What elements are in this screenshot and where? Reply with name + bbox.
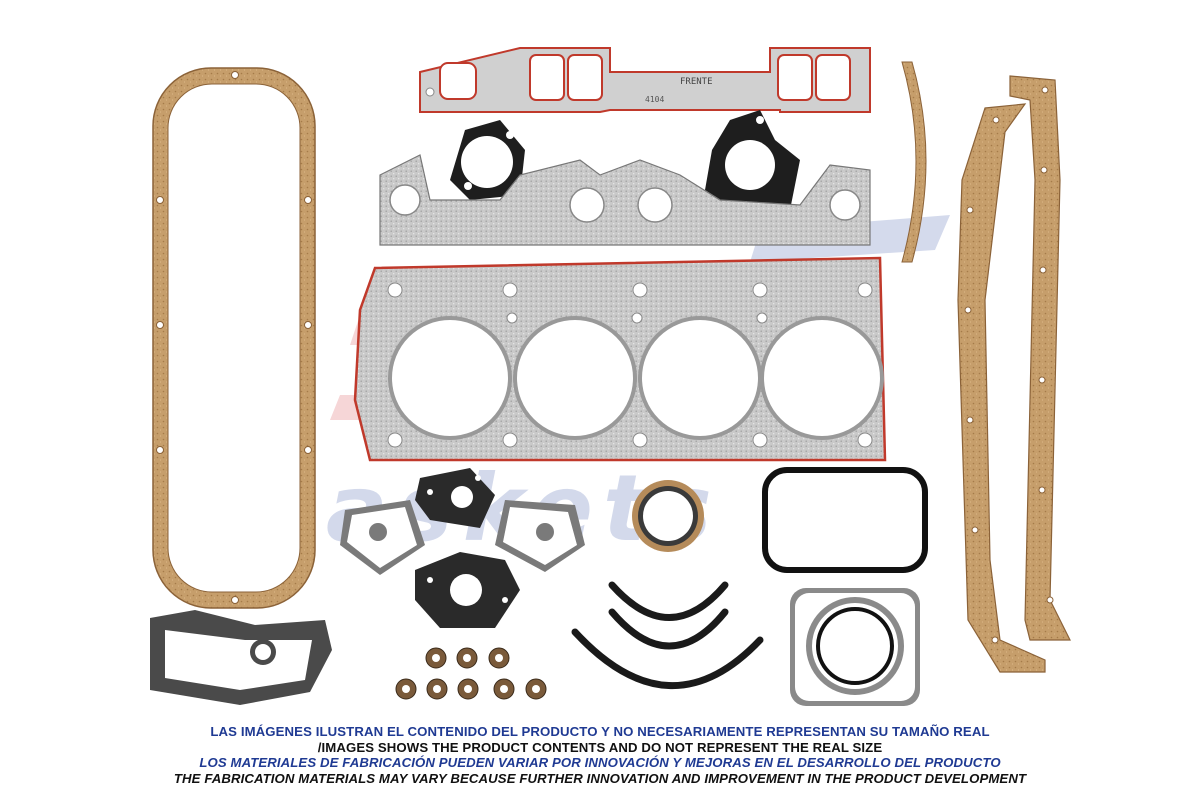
intake-manifold-gasket: FRENTE 4104	[419, 47, 871, 113]
disclaimer-line-spanish: LAS IMÁGENES ILUSTRAN EL CONTENIDO DEL P…	[210, 724, 990, 739]
manifold-part-number: 4104	[645, 95, 664, 104]
cylinder-head-gasket	[353, 256, 887, 462]
timing-cover-gasket	[150, 610, 332, 705]
disclaimer-line-english: /IMAGES SHOWS THE PRODUCT CONTENTS AND D…	[317, 739, 883, 755]
crankshaft-seal	[632, 480, 704, 552]
fuel-pump-gasket-right	[495, 500, 585, 572]
valve-cover-gasket-left	[152, 67, 316, 609]
timing-cover-rubber-gasket	[762, 467, 928, 573]
materials-note-spanish: LOS MATERIALES DE FABRICACIÓN PUEDEN VAR…	[199, 755, 1001, 770]
rear-main-seal-halves	[571, 581, 764, 689]
materials-note-english: THE FABRICATION MATERIALS MAY VARY BECAU…	[173, 770, 1027, 786]
thermostat-gasket	[415, 468, 495, 528]
manifold-stamp-text: FRENTE	[680, 77, 713, 87]
disclaimer-block: LAS IMÁGENES ILUSTRAN EL CONTENIDO DEL P…	[0, 724, 1200, 786]
egr-gasket	[415, 552, 520, 628]
water-pump-gasket-left	[450, 120, 525, 200]
exhaust-manifold-gasket	[379, 154, 871, 246]
cork-strip	[901, 61, 927, 263]
water-outlet-gasket	[790, 588, 920, 706]
oil-pan-gasket-right	[957, 75, 1071, 673]
valve-stem-seals	[395, 647, 547, 700]
fuel-pump-gasket-left	[340, 500, 425, 575]
water-pump-gasket-right	[705, 110, 800, 215]
